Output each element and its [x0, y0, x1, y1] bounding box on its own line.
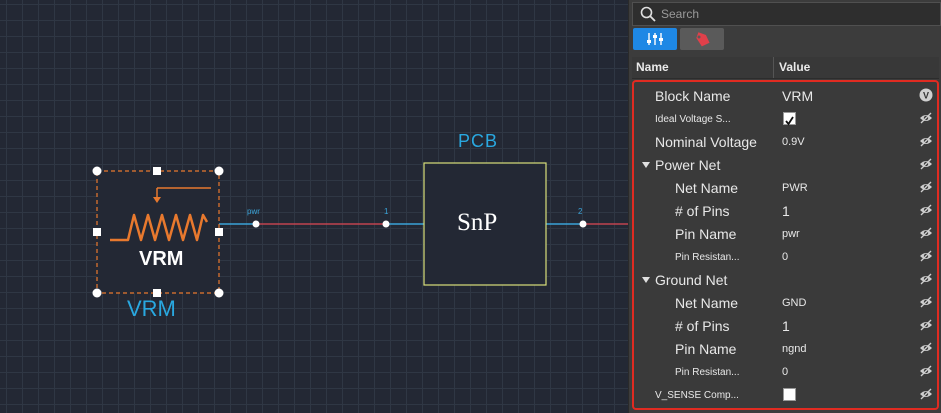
- property-name: # of Pins: [675, 318, 730, 334]
- pin-node-port1[interactable]: [382, 220, 390, 228]
- visibility-icon[interactable]: [919, 387, 933, 401]
- property-row[interactable]: Block Name VRM V: [634, 84, 937, 107]
- visibility-icon[interactable]: [919, 318, 933, 332]
- svg-text:V: V: [923, 91, 929, 101]
- visibility-icon[interactable]: [919, 180, 933, 194]
- search-box[interactable]: Search: [632, 2, 941, 26]
- property-checkbox[interactable]: [783, 388, 796, 401]
- property-row[interactable]: # of Pins 1: [634, 199, 937, 222]
- visibility-icon[interactable]: [919, 341, 933, 355]
- property-row[interactable]: V_SENSE Comp...: [634, 383, 937, 406]
- expand-triangle-icon[interactable]: [642, 277, 650, 283]
- tag-icon: [696, 32, 710, 47]
- resize-handle-top[interactable]: [153, 167, 161, 175]
- pin-node-port2[interactable]: [579, 220, 587, 228]
- v-badge-icon[interactable]: V: [919, 88, 933, 102]
- wire-label-pwr: pwr: [247, 207, 260, 216]
- property-grid-header: Name Value: [632, 57, 939, 79]
- property-row[interactable]: Pin Name ngnd: [634, 337, 937, 360]
- property-row[interactable]: Net Name PWR: [634, 176, 937, 199]
- property-value[interactable]: 1: [782, 318, 790, 334]
- pcb-inner-label: SnP: [457, 209, 498, 236]
- visibility-icon[interactable]: [919, 226, 933, 240]
- pcb-block[interactable]: [423, 162, 547, 286]
- visibility-icon[interactable]: [919, 249, 933, 263]
- resize-handle-tr[interactable]: [214, 166, 224, 176]
- resize-handle-bl[interactable]: [92, 288, 102, 298]
- tab-properties[interactable]: [633, 28, 677, 50]
- property-checkbox[interactable]: [783, 112, 796, 126]
- pin-node-pwr[interactable]: [252, 220, 260, 228]
- expand-triangle-icon[interactable]: [642, 162, 650, 168]
- wire-label-port1: 1: [384, 207, 389, 216]
- search-icon: [640, 6, 656, 22]
- property-row[interactable]: Ground Net: [634, 268, 937, 291]
- property-value[interactable]: 0.9V: [782, 136, 805, 148]
- property-value[interactable]: GND: [782, 297, 807, 309]
- property-name: Power Net: [655, 157, 721, 173]
- property-value[interactable]: pwr: [782, 228, 800, 240]
- header-value[interactable]: Value: [779, 60, 811, 74]
- property-name: Net Name: [675, 180, 739, 196]
- property-name: Net Name: [675, 295, 739, 311]
- property-row[interactable]: Pin Resistan... 0: [634, 360, 937, 383]
- visibility-icon[interactable]: [919, 157, 933, 171]
- resize-handle-left[interactable]: [93, 228, 101, 236]
- schematic-canvas[interactable]: VRM VRM PCB SnP pwr 1 2: [0, 0, 628, 413]
- resistor-symbol-icon: [110, 213, 209, 242]
- pcb-caption: PCB: [458, 131, 499, 151]
- property-name: Pin Resistan...: [675, 367, 740, 378]
- resize-handle-tl[interactable]: [92, 166, 102, 176]
- property-value[interactable]: 0: [782, 251, 789, 263]
- wire-label-port2: 2: [578, 207, 583, 216]
- property-name: Block Name: [655, 88, 731, 104]
- resize-handle-right[interactable]: [215, 228, 223, 236]
- resize-handle-br[interactable]: [214, 288, 224, 298]
- search-input[interactable]: Search: [661, 7, 700, 21]
- property-name: Pin Resistan...: [675, 252, 740, 263]
- header-name[interactable]: Name: [636, 60, 669, 74]
- property-row[interactable]: Power Net: [634, 153, 937, 176]
- property-row[interactable]: Nominal Voltage 0.9V: [634, 130, 937, 153]
- property-value[interactable]: ngnd: [782, 343, 807, 355]
- property-value[interactable]: 0: [782, 366, 789, 378]
- visibility-icon[interactable]: [919, 203, 933, 217]
- property-name: Pin Name: [675, 226, 737, 242]
- visibility-icon[interactable]: [919, 364, 933, 378]
- resize-handle-bottom[interactable]: [153, 289, 161, 297]
- property-row[interactable]: Net Name GND: [634, 291, 937, 314]
- vrm-caption: VRM: [127, 296, 176, 321]
- visibility-icon[interactable]: [919, 272, 933, 286]
- visibility-icon[interactable]: [919, 111, 933, 125]
- property-row[interactable]: # of Pins 1: [634, 314, 937, 337]
- property-row[interactable]: Pin Resistan... 0: [634, 245, 937, 268]
- properties-icon: [647, 33, 663, 45]
- schematic-drawing: [92, 162, 628, 298]
- tab-tags[interactable]: [680, 28, 724, 50]
- vrm-inner-label: VRM: [139, 248, 184, 270]
- property-row[interactable]: Pin Name pwr: [634, 222, 937, 245]
- property-name: Ground Net: [655, 272, 728, 288]
- property-name: Pin Name: [675, 341, 737, 357]
- properties-panel: Search Name Value Block Name VRM V Ideal Vo…: [628, 0, 941, 413]
- wiper-arrow-head-icon: [153, 197, 161, 203]
- property-value[interactable]: PWR: [782, 182, 808, 194]
- property-name: # of Pins: [675, 203, 730, 219]
- property-name: V_SENSE Comp...: [655, 390, 739, 401]
- property-name: Ideal Voltage S...: [655, 114, 731, 125]
- property-name: Nominal Voltage: [655, 134, 757, 150]
- property-value[interactable]: 1: [782, 203, 790, 219]
- property-grid: Block Name VRM V Ideal Voltage S... Nominal …: [632, 80, 939, 410]
- property-row[interactable]: Ideal Voltage S...: [634, 107, 937, 130]
- property-value[interactable]: VRM: [782, 88, 814, 104]
- visibility-icon[interactable]: [919, 134, 933, 148]
- visibility-icon[interactable]: [919, 295, 933, 309]
